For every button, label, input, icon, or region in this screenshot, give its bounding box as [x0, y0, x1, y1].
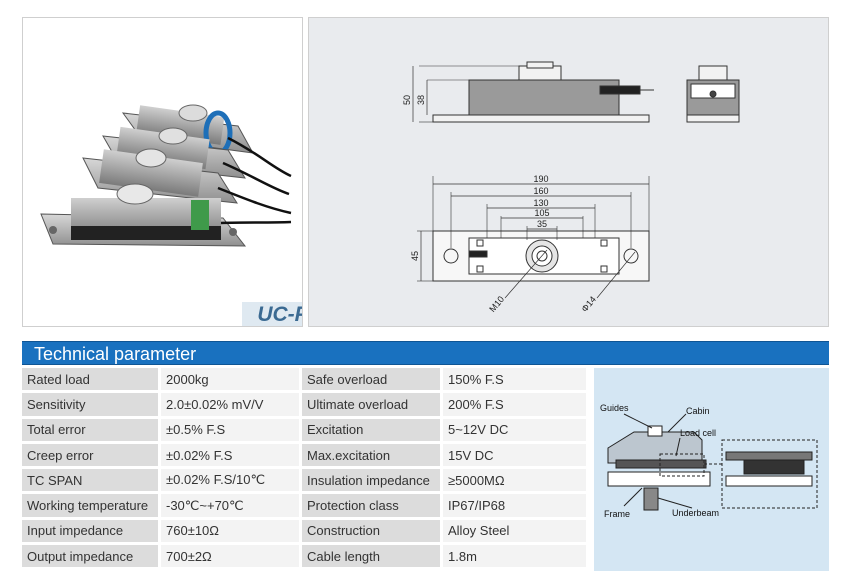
table-row: Rated load 2000kg Safe overload 150% F.S	[22, 368, 586, 391]
dim-length-160: 160	[533, 186, 548, 196]
spec-label: Output impedance	[22, 545, 158, 568]
dim-height-50: 50	[402, 95, 412, 105]
section-title: Technical parameter	[22, 341, 829, 365]
spec-label: Safe overload	[302, 368, 440, 391]
installation-diagram: Guides Cabin Load cell Frame Underbeam	[600, 403, 818, 519]
spec-label: TC SPAN	[22, 469, 158, 492]
spec-value: 700±2Ω	[161, 545, 299, 568]
installation-diagram-panel: Guides Cabin Load cell Frame Underbeam	[594, 368, 829, 571]
spec-table: Rated load 2000kg Safe overload 150% F.S…	[19, 365, 589, 570]
spec-label: Insulation impedance	[302, 469, 440, 492]
table-row: Working temperature -30℃~+70℃ Protection…	[22, 494, 586, 517]
spec-label: Max.excitation	[302, 443, 440, 467]
hole-label: Φ14	[579, 294, 598, 314]
spec-value: 1.8m	[443, 545, 586, 568]
model-label: UC-P	[242, 302, 302, 326]
load-cell-middle-2	[82, 148, 238, 204]
spec-value: 150% F.S	[443, 368, 586, 391]
end-view	[686, 65, 740, 123]
label-frame: Frame	[604, 509, 630, 519]
table-row: TC SPAN ±0.02% F.S/10℃ Insulation impeda…	[22, 469, 586, 492]
spec-label: Total error	[22, 418, 158, 441]
spec-value: 760±10Ω	[161, 519, 299, 543]
spec-value: ±0.02% F.S/10℃	[161, 469, 299, 492]
technical-drawing-panel: 50 38	[308, 17, 829, 327]
table-row: Creep error ±0.02% F.S Max.excitation 15…	[22, 443, 586, 467]
spec-value: 15V DC	[443, 443, 586, 467]
spec-value: 200% F.S	[443, 393, 586, 416]
spec-label: Cable length	[302, 545, 440, 568]
top-view	[417, 176, 650, 299]
dim-length-105: 105	[534, 208, 549, 218]
dim-length-190: 190	[533, 174, 548, 184]
dim-width-45: 45	[410, 251, 420, 261]
label-underbeam: Underbeam	[672, 508, 719, 518]
spec-value: 2.0±0.02% mV/V	[161, 393, 299, 416]
spec-label: Construction	[302, 519, 440, 543]
spec-label: Rated load	[22, 368, 158, 391]
label-load-cell: Load cell	[680, 428, 716, 438]
table-row: Output impedance 700±2Ω Cable length 1.8…	[22, 545, 586, 568]
table-row: Input impedance 760±10Ω Construction All…	[22, 519, 586, 543]
spec-label: Working temperature	[22, 494, 158, 517]
table-row: Total error ±0.5% F.S Excitation 5~12V D…	[22, 418, 586, 441]
product-photo-panel: UC-P	[22, 17, 303, 327]
spec-value: 2000kg	[161, 368, 299, 391]
spec-value: Alloy Steel	[443, 519, 586, 543]
dim-length-35: 35	[537, 219, 547, 229]
dim-height-38: 38	[416, 95, 426, 105]
spec-label: Creep error	[22, 443, 158, 467]
label-guides: Guides	[600, 403, 629, 413]
spec-value: ±0.02% F.S	[161, 443, 299, 467]
spec-label: Input impedance	[22, 519, 158, 543]
cabin-structure	[607, 413, 818, 511]
cables	[217, 136, 292, 225]
load-cell-front	[40, 183, 247, 247]
spec-value: ±0.5% F.S	[161, 418, 299, 441]
spec-label: Sensitivity	[22, 393, 158, 416]
label-cabin: Cabin	[686, 406, 710, 416]
spec-value: -30℃~+70℃	[161, 494, 299, 517]
spec-value: IP67/IP68	[443, 494, 586, 517]
spec-label: Protection class	[302, 494, 440, 517]
load-cell-photo	[40, 104, 292, 247]
dim-length-130: 130	[533, 198, 548, 208]
table-row: Sensitivity 2.0±0.02% mV/V Ultimate over…	[22, 393, 586, 416]
side-view	[412, 61, 654, 123]
spec-label: Ultimate overload	[302, 393, 440, 416]
spec-value: ≥5000MΩ	[443, 469, 586, 492]
spec-value: 5~12V DC	[443, 418, 586, 441]
spec-label: Excitation	[302, 418, 440, 441]
dimension-drawing: 50 38	[402, 61, 740, 314]
thread-label: M10	[487, 294, 506, 314]
